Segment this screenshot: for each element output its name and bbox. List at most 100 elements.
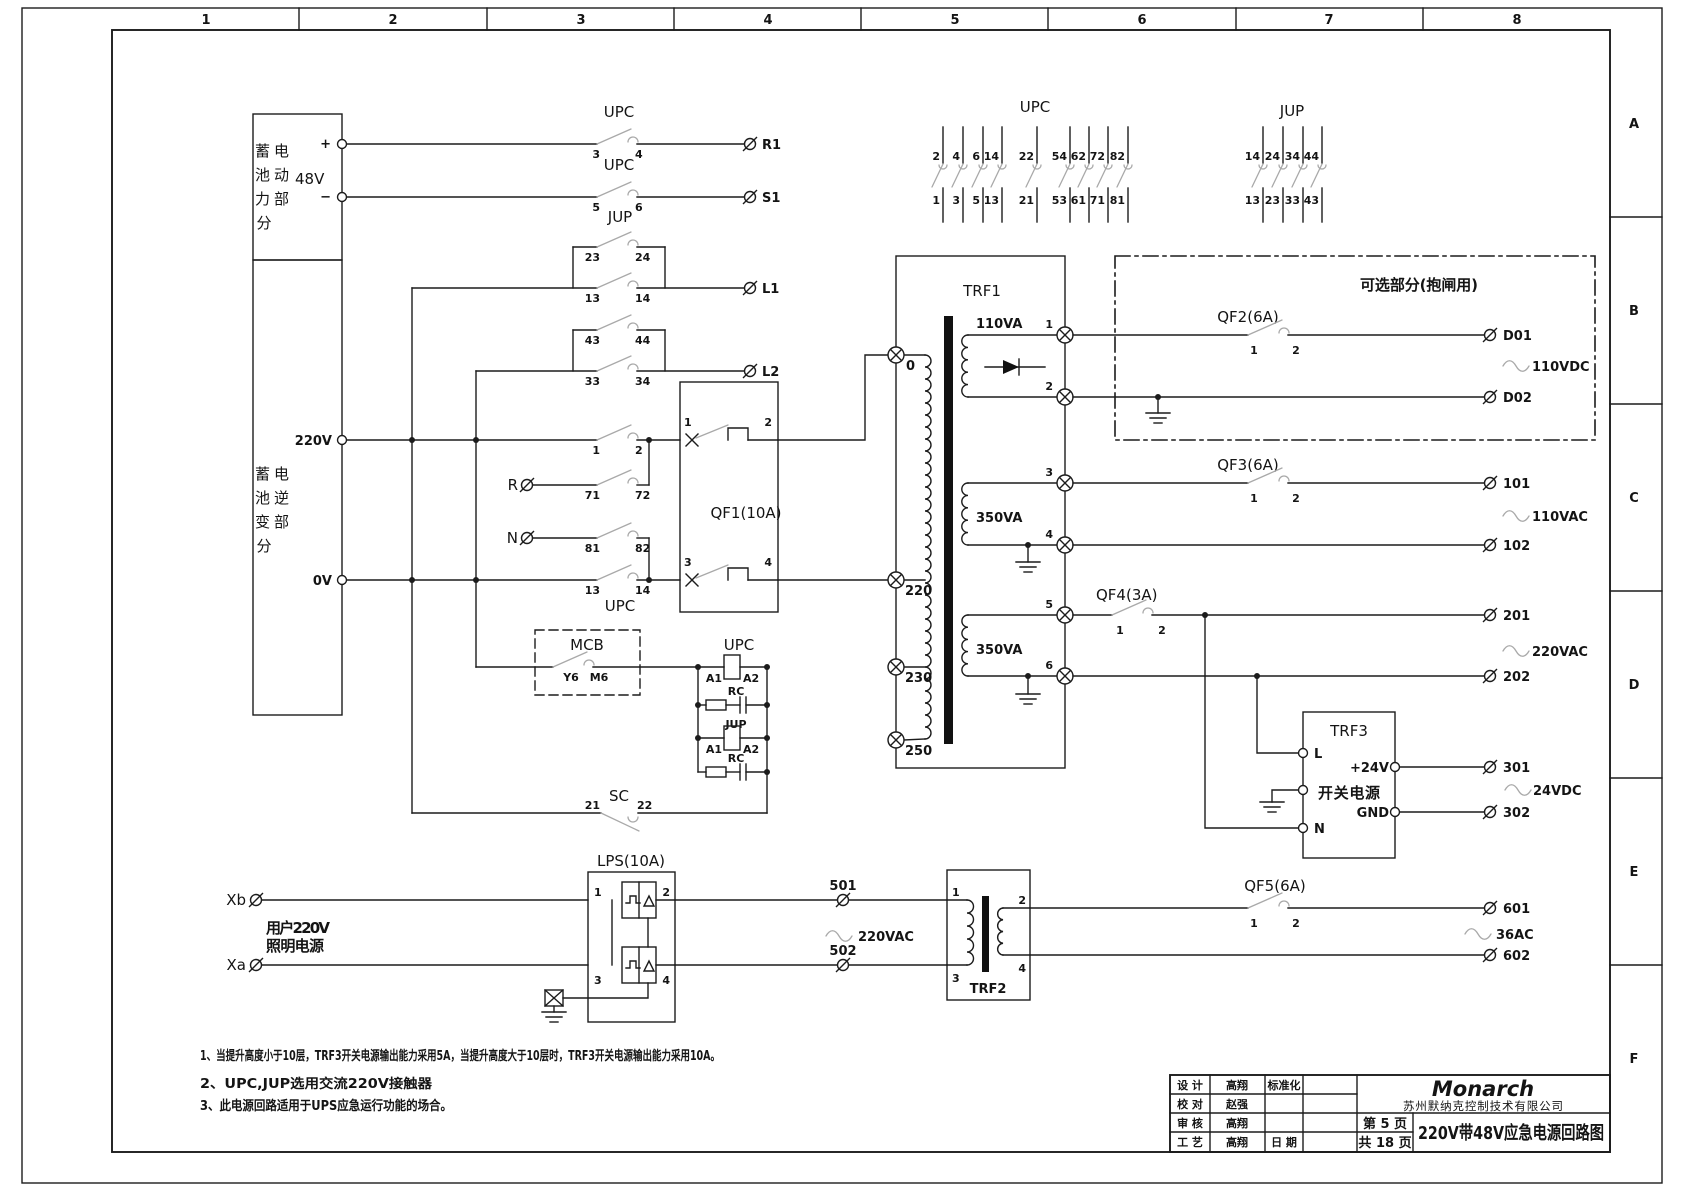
breaker-qf2-row: QF2(6A) 1 2 D01 110VDC D02 xyxy=(1072,308,1590,424)
svg-text:14: 14 xyxy=(635,292,651,305)
row-label: E xyxy=(1630,865,1639,880)
battery-power-box: 蓄电 池动 力部 分 48V + − xyxy=(252,113,348,261)
svg-text:82: 82 xyxy=(1110,150,1125,163)
switch-row-r1: UPC 3 4 R1 xyxy=(346,103,781,161)
r-source-label: R xyxy=(508,476,518,494)
mcb-label: MCB xyxy=(570,636,604,654)
company-name: 苏州默纳克控制技术有限公司 xyxy=(1403,1099,1563,1113)
page-total: 共 18 页 xyxy=(1358,1135,1411,1151)
svg-text:4: 4 xyxy=(1018,962,1026,975)
qf5-label: QF5(6A) xyxy=(1244,877,1306,895)
svg-text:21: 21 xyxy=(585,799,600,812)
svg-text:44: 44 xyxy=(635,334,651,347)
mcb-box: MCB Y6 M6 xyxy=(475,629,699,696)
svg-text:+24V: +24V xyxy=(1350,761,1389,776)
rc-label: RC xyxy=(728,685,745,698)
svg-text:24: 24 xyxy=(1265,150,1281,163)
lps-label: LPS(10A) xyxy=(597,852,665,870)
terminal-d01: D01 xyxy=(1503,329,1532,344)
svg-text:1: 1 xyxy=(594,886,602,899)
svg-text:0: 0 xyxy=(906,359,915,374)
svg-text:1: 1 xyxy=(1250,492,1258,505)
svg-text:34: 34 xyxy=(635,375,651,388)
svg-text:1: 1 xyxy=(1250,344,1258,357)
jup-label: JUP xyxy=(607,208,632,226)
upc-bank-label: UPC xyxy=(1020,98,1051,116)
svg-text:1: 1 xyxy=(684,416,692,429)
svg-text:3: 3 xyxy=(594,974,602,987)
battery-voltage: 48V xyxy=(295,170,325,188)
check-label: 校 对 xyxy=(1177,1097,1203,1111)
check-name: 赵强 xyxy=(1225,1097,1248,1111)
svg-text:2: 2 xyxy=(1018,894,1026,907)
svg-text:6: 6 xyxy=(972,150,980,163)
v220-label: 220V xyxy=(295,434,332,449)
minus-terminal-label: − xyxy=(320,190,331,205)
jup-parallel-l1: JUP 23 24 13 14 L1 xyxy=(411,208,779,305)
svg-text:81: 81 xyxy=(1110,194,1125,207)
qf3-label: QF3(6A) xyxy=(1217,456,1279,474)
transformer-trf2: TRF2 1 2 3 4 xyxy=(946,869,1031,1001)
svg-text:A2: A2 xyxy=(743,743,759,756)
svg-text:2: 2 xyxy=(635,444,643,457)
svg-text:1: 1 xyxy=(592,444,600,457)
svg-text:220: 220 xyxy=(905,584,932,599)
svg-text:6: 6 xyxy=(635,201,643,214)
col-label: 7 xyxy=(1324,13,1333,28)
monarch-logo: Monarch xyxy=(1432,1077,1534,1101)
svg-text:4: 4 xyxy=(764,556,772,569)
vac110-label: 110VAC xyxy=(1532,510,1588,525)
svg-text:44: 44 xyxy=(1304,150,1320,163)
title-block: 设 计 高翔 标准化 校 对 赵强 审 核 高翔 工 艺 高翔 日 期 第 5 … xyxy=(1169,1074,1611,1153)
breaker-qf5-row: QF5(6A) 1 2 601 36AC 602 xyxy=(1029,877,1534,964)
svg-text:6: 6 xyxy=(1045,659,1053,672)
battery-power-label: 蓄电 xyxy=(255,142,289,160)
col-label: 5 xyxy=(950,13,959,28)
qf1-label: QF1(10A) xyxy=(710,504,781,522)
optional-brake-box: 可选部分(抱闸用) xyxy=(1114,255,1596,441)
svg-text:1: 1 xyxy=(1250,917,1258,930)
terminal-301: 301 xyxy=(1503,761,1530,776)
terminal-102: 102 xyxy=(1503,539,1530,554)
row-n: N 81 82 xyxy=(507,522,650,581)
winding-110va: 110VA xyxy=(976,317,1022,332)
optional-label: 可选部分(抱闸用) xyxy=(1360,276,1478,294)
svg-text:N: N xyxy=(1314,822,1325,837)
terminal-l2: L2 xyxy=(762,365,779,380)
svg-text:2: 2 xyxy=(1158,624,1166,637)
svg-text:Y6: Y6 xyxy=(562,671,579,684)
trf3-label: TRF3 xyxy=(1329,722,1368,740)
svg-text:61: 61 xyxy=(1071,194,1086,207)
upc-coil-label: UPC xyxy=(724,636,755,654)
svg-text:GND: GND xyxy=(1357,806,1390,821)
terminal-201: 201 xyxy=(1503,609,1530,624)
svg-text:2: 2 xyxy=(764,416,772,429)
svg-text:分: 分 xyxy=(256,214,271,232)
svg-text:14: 14 xyxy=(1245,150,1261,163)
audit-name: 高翔 xyxy=(1226,1116,1248,1130)
plus-terminal-label: + xyxy=(320,137,331,152)
col-label: 4 xyxy=(763,13,772,28)
svg-text:A1: A1 xyxy=(706,672,722,685)
svg-text:2: 2 xyxy=(1292,344,1300,357)
jup-bank-label: JUP xyxy=(1279,102,1304,120)
contactor-coil-block: UPC A1 A2 RC JUP A1 A2 RC xyxy=(695,636,770,814)
svg-text:62: 62 xyxy=(1071,150,1086,163)
vertical-rails xyxy=(409,287,479,814)
vac220-label: 220VAC xyxy=(1532,645,1588,660)
svg-text:24: 24 xyxy=(635,251,651,264)
svg-text:82: 82 xyxy=(635,542,650,555)
notes: 1、当提升高度小于10层，TRF3开关电源输出能力采用5A，当提升高度大于10层… xyxy=(200,1048,720,1114)
svg-text:2: 2 xyxy=(932,150,940,163)
svg-text:53: 53 xyxy=(1052,194,1067,207)
svg-text:2: 2 xyxy=(1292,917,1300,930)
date-label: 日 期 xyxy=(1271,1135,1297,1149)
winding-350va-2: 350VA xyxy=(976,643,1022,658)
svg-text:230: 230 xyxy=(905,671,932,686)
terminal-501: 501 xyxy=(829,879,856,894)
design-name: 高翔 xyxy=(1226,1078,1248,1092)
terminal-302: 302 xyxy=(1503,806,1530,821)
terminal-l1: L1 xyxy=(762,282,779,297)
